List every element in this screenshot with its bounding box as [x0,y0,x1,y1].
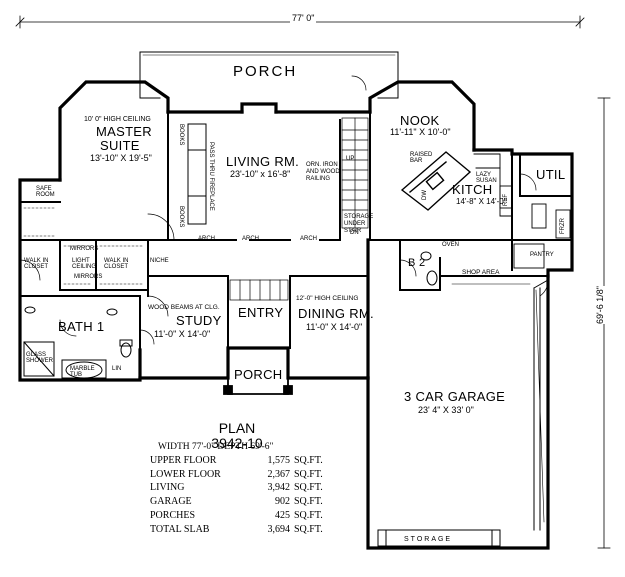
stats-value: 1,575 [267,455,291,466]
ref-label: REF [503,194,509,206]
stairs [229,117,369,301]
living-room-name: LIVING RM. [226,154,300,169]
arch-label-3: ARCH [300,236,318,242]
stair-up-label: UP [346,156,355,162]
mirrors-label: MIRRORS [70,246,99,252]
dining-name: DINING RM. [298,306,374,321]
raised-bar-label: RAISED BAR [410,152,433,164]
glass-shower-label: GLASS SHOWER [26,352,53,364]
pass-thru-fireplace-label: PASS THRU FIREPLACE [208,142,214,211]
plan-label: PLAN [218,420,256,436]
width-depth-line: WIDTH 77'-0" DEPTH 69'-6" [158,442,274,452]
garage-name: 3 CAR GARAGE [404,389,506,404]
master-dim: 13'-10" X 19'-5" [90,153,152,163]
porch-entry-label: PORCH [234,367,283,382]
stats-label: LOWER FLOOR [150,468,221,480]
kitchen-island [400,151,472,211]
shop-area-label: SHOP AREA [462,269,500,276]
stats-value: 3,942 [267,482,291,494]
shop-area-shelves [451,283,545,523]
books-label: BOOKS [178,124,184,146]
nook-dim: 11'-11" X 10'-0" [390,127,451,137]
stats-unit: SQ.FT. [294,523,323,535]
stats-unit: SQ.FT. [294,509,323,521]
bath-2-label: B 2 [408,257,426,269]
master-ceiling-note: 10' 0" HIGH CEILING [84,116,151,123]
marble-tub-label: MARBLE TUB [70,366,95,378]
fireplace [187,123,207,225]
mirrors-label-2: MIRRORS [74,274,103,280]
stats-row: UPPER FLOOR 1,575 SQ.FT. [150,454,323,468]
stats-label: LIVING [150,482,185,494]
stats-value: 425 [275,509,290,521]
overall-width-label: 77' 0" [290,13,317,23]
dining-ceiling-note: 12'-0" HIGH CEILING [296,295,359,302]
stats-row: LOWER FLOOR 2,367 SQ.FT. [150,468,323,482]
linen-label: LIN [112,366,122,372]
bath-name: BATH 1 [58,319,105,334]
util-name: UTIL [536,167,566,182]
walkin-closet-label-2: WALK IN CLOSET [104,258,129,270]
books-label-2: BOOKS [178,206,184,228]
stats-unit: SQ.FT. [294,455,323,466]
stair-down-label: DN [350,230,359,236]
orn-iron-railing-label: ORN. IRON AND WOOD RAILING [306,162,340,182]
porch-top-label: PORCH [233,63,298,80]
entry-name: ENTRY [238,305,284,320]
plan-title: PLAN 3942-10 [210,421,264,451]
stats-row: PORCHES 425 SQ.FT. [150,509,323,523]
dw-label: DW [422,190,428,200]
storage-under-stair-label: STORAGE UNDER STAIR [344,214,374,234]
niche-label: NICHE [150,258,169,264]
stats-row: TOTAL SLAB 3,694 SQ.FT. [150,523,323,537]
door-swings [19,75,549,345]
overall-depth-label: 69'-6 1/8" [595,286,605,324]
entry-porch-outline [223,349,293,395]
stats-row: GARAGE 902 SQ.FT. [150,495,323,509]
stats-label: GARAGE [150,496,192,508]
stats-unit: SQ.FT. [294,496,323,508]
nook-name: NOOK [400,113,440,128]
kitchen-counters [473,153,571,269]
storage-label: STORAGE [404,536,453,543]
oven-label: OVEN [442,242,460,248]
stats-value: 2,367 [267,468,291,480]
arch-label-1: ARCH [198,236,216,242]
bath-fixtures [23,251,438,379]
study-dim: 11'-0" X 14'-0" [154,329,211,339]
living-room-dim: 23'-10" x 16'-8" [230,169,291,179]
garage-dim: 23' 4" X 33' 0" [418,405,474,415]
study-name: STUDY [176,313,222,328]
walkin-closet-label: WALK IN CLOSET [24,258,49,270]
stats-label: TOTAL SLAB [150,523,210,535]
stats-row: LIVING 3,942 SQ.FT. [150,481,323,495]
stats-value: 3,694 [267,523,291,535]
freezer-label: FRZR [560,218,566,234]
stats-value: 902 [275,496,290,508]
study-note: WOOD BEAMS AT CLG. [148,304,220,311]
safe-room-label: SAFE ROOM [36,186,55,198]
stats-unit: SQ.FT. [294,482,323,494]
master-name-line-2: SUITE [100,138,140,153]
pantry-label: PANTRY [530,252,554,258]
exterior-walls [18,80,574,550]
plan-number: 3942-10 [211,435,263,451]
closet-rods [23,207,145,285]
kitchen-dim: 14'-8" X 14'-0" [456,197,507,206]
master-name-line-1: MASTER [96,124,152,139]
top-porch-outline [139,51,399,99]
arch-label-2: ARCH [242,236,260,242]
square-footage-table: UPPER FLOOR 1,575 SQ.FT. LOWER FLOOR 2,3… [150,454,323,536]
light-ceiling-label: LIGHT CEILING [72,258,97,270]
lazy-susan-label: LAZY SUSAN [476,172,497,184]
interior-walls [19,111,573,351]
dining-dim: 11'-0" X 14'-0" [306,322,363,332]
kitchen-name: KITCH [452,182,493,197]
stats-label: UPPER FLOOR [150,455,217,466]
stats-unit: SQ.FT. [294,468,323,480]
stats-label: PORCHES [150,509,196,521]
